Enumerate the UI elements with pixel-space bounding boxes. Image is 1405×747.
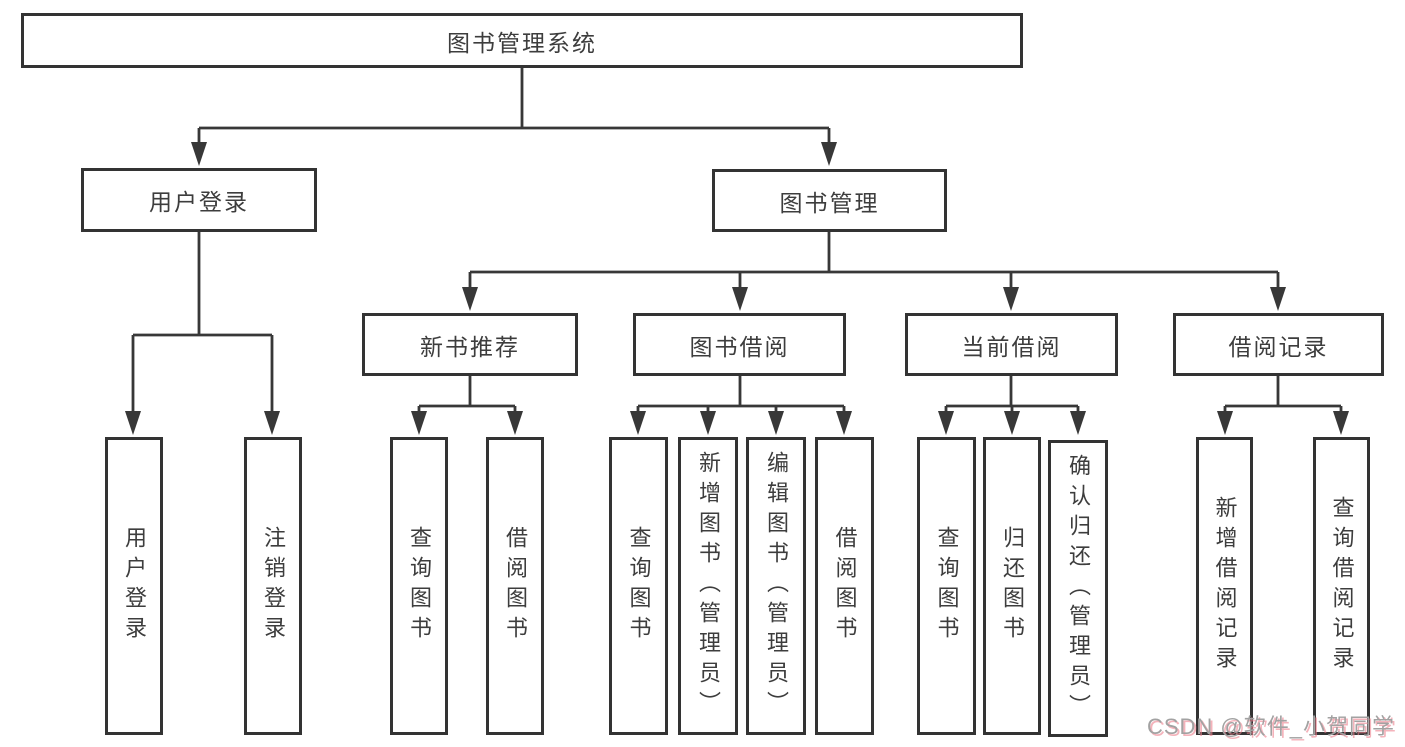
node-borrow-record-label: 借阅记录 (1228, 333, 1329, 360)
connector-current-to-leaves (938, 376, 1086, 435)
node-leaf-logout-login-label: 注销登录 (261, 526, 286, 646)
node-leaf-current-return-book: 归还图书 (983, 437, 1041, 735)
node-leaf-current-return-book-label: 归还图书 (1000, 526, 1025, 646)
node-book-borrow: 图书借阅 (633, 313, 846, 376)
connector-root-to-level2 (191, 68, 837, 166)
connector-userlogin-to-leaves (125, 232, 280, 435)
node-leaf-user-login: 用户登录 (105, 437, 163, 735)
node-leaf-record-query-borrow-record-label: 查询借阅记录 (1329, 496, 1355, 676)
node-leaf-recommend-query-book-label: 查询图书 (407, 526, 432, 646)
node-leaf-current-query-book: 查询图书 (917, 437, 976, 735)
node-leaf-borrow-edit-book-admin: 编辑图书（管理员） (746, 437, 806, 735)
node-leaf-borrow-query-book-label: 查询图书 (626, 526, 652, 646)
node-leaf-current-confirm-return-admin-label: 确认归还（管理员） (1066, 453, 1091, 724)
connector-record-to-leaves (1217, 376, 1349, 435)
node-leaf-borrow-add-book-admin: 新增图书（管理员） (678, 437, 738, 735)
node-book-manage-label: 图书管理 (779, 189, 880, 216)
node-leaf-record-add-borrow-record: 新增借阅记录 (1196, 437, 1253, 735)
node-current-borrow: 当前借阅 (905, 313, 1118, 376)
node-book-manage: 图书管理 (712, 169, 947, 232)
node-book-borrow-label: 图书借阅 (689, 333, 790, 360)
node-root-label: 图书管理系统 (447, 29, 597, 56)
node-leaf-user-login-label: 用户登录 (122, 526, 147, 646)
connector-borrow-to-leaves (630, 376, 852, 435)
node-leaf-recommend-borrow-book-label: 借阅图书 (503, 526, 528, 646)
connector-bookmanage-to-level3 (462, 232, 1286, 311)
node-user-login: 用户登录 (81, 168, 317, 232)
node-leaf-recommend-query-book: 查询图书 (390, 437, 448, 735)
node-root: 图书管理系统 (21, 13, 1023, 68)
node-leaf-recommend-borrow-book: 借阅图书 (486, 437, 544, 735)
node-leaf-record-query-borrow-record: 查询借阅记录 (1313, 437, 1370, 735)
node-leaf-borrow-query-book: 查询图书 (609, 437, 668, 735)
node-leaf-record-add-borrow-record-label: 新增借阅记录 (1212, 496, 1238, 676)
node-leaf-borrow-borrow-book-label: 借阅图书 (832, 526, 858, 646)
node-leaf-borrow-borrow-book: 借阅图书 (815, 437, 874, 735)
connector-recommend-to-leaves (411, 376, 523, 435)
node-leaf-current-query-book-label: 查询图书 (934, 526, 960, 646)
node-current-borrow-label: 当前借阅 (961, 333, 1062, 360)
node-borrow-record: 借阅记录 (1173, 313, 1384, 376)
node-leaf-borrow-add-book-admin-label: 新增图书（管理员） (696, 451, 721, 721)
node-new-book-recommend-label: 新书推荐 (420, 333, 520, 360)
node-user-login-label: 用户登录 (149, 189, 249, 215)
csdn-watermark: CSDN @软件_小贺同学 (1146, 714, 1395, 739)
node-leaf-borrow-edit-book-admin-label: 编辑图书（管理员） (764, 451, 789, 721)
node-new-book-recommend: 新书推荐 (362, 313, 578, 376)
node-leaf-current-confirm-return-admin: 确认归还（管理员） (1048, 440, 1108, 737)
node-leaf-logout-login: 注销登录 (244, 437, 302, 735)
